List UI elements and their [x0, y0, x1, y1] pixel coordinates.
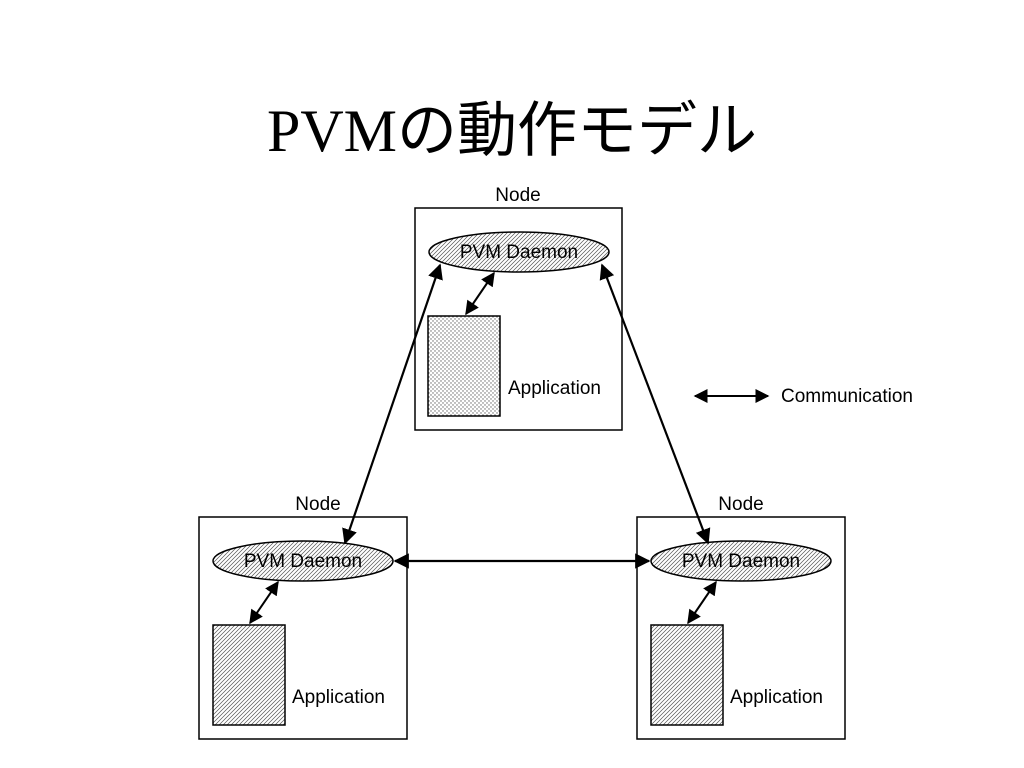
pvm-daemon-ellipse [428, 231, 610, 273]
application-label: Application [292, 687, 385, 708]
node-label: Node [295, 494, 340, 515]
pvm-daemon-label: PVM Daemon [682, 551, 800, 572]
slide-title: PVMの動作モデル [266, 98, 758, 164]
application-block [212, 624, 286, 726]
node-box [198, 516, 408, 740]
node-label: Node [495, 185, 540, 206]
node-bottom-right: Node PVM Daemon Application [636, 494, 846, 740]
pvm-daemon-ellipse [650, 540, 832, 582]
application-block [427, 315, 501, 417]
legend-label: Communication [781, 386, 913, 407]
pvm-daemon-ellipse [212, 540, 394, 582]
internal-arrow [465, 271, 495, 316]
application-label: Application [508, 378, 601, 399]
legend: Communication [693, 386, 913, 407]
communication-arrow-top-to-right [599, 263, 711, 545]
node-bottom-left: Node PVM Daemon Application [198, 494, 408, 740]
node-box [636, 516, 846, 740]
application-block [650, 624, 724, 726]
pvm-daemon-label: PVM Daemon [244, 551, 362, 572]
node-label: Node [718, 494, 763, 515]
internal-arrow [687, 580, 717, 625]
communication-arrow-top-to-left [342, 263, 443, 545]
node-top: Node PVM Daemon Application [414, 185, 623, 431]
application-label: Application [730, 687, 823, 708]
internal-arrow [249, 580, 279, 625]
pvm-daemon-label: PVM Daemon [460, 242, 578, 263]
